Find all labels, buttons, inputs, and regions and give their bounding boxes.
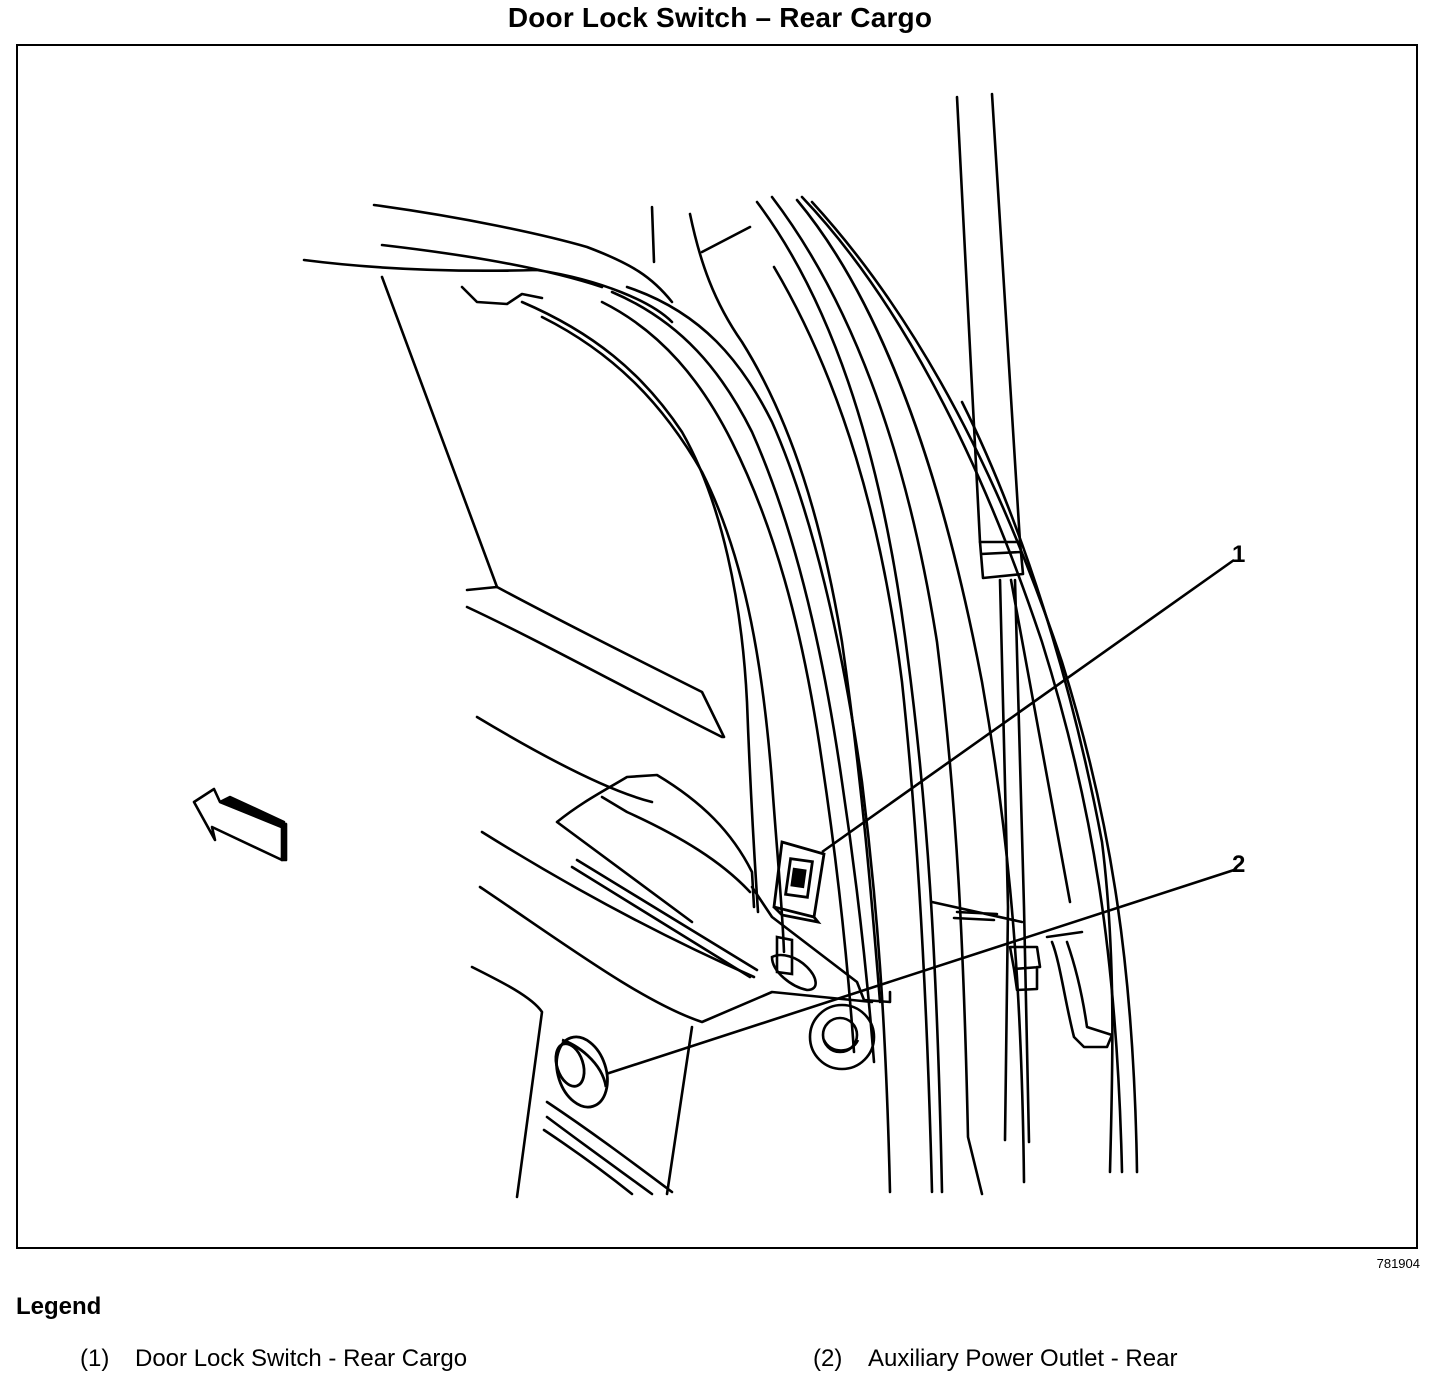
door-seal-2 xyxy=(770,195,984,1196)
quarter-panel-shelf xyxy=(465,585,726,739)
callout-2-leader xyxy=(605,868,1235,1076)
door-lock-switch xyxy=(772,840,826,925)
liftgate-strut-rod xyxy=(955,92,1022,544)
roof-rail xyxy=(372,203,674,304)
forward-arrow-icon xyxy=(192,787,288,862)
illustration-drawing: 1 2 xyxy=(192,92,1245,1199)
strut-bracket xyxy=(1045,930,1114,1049)
quarter-panel-upper xyxy=(475,715,654,804)
cargo-shelf-lower xyxy=(478,830,874,1024)
roof-clip xyxy=(460,285,544,306)
callout-1-leader xyxy=(821,558,1235,854)
legend-item: (2) Auxiliary Power Outlet - Rear xyxy=(813,1345,1177,1373)
cargo-lamp-switch xyxy=(770,935,817,992)
callout-1-number: 1 xyxy=(1232,541,1245,568)
legend-item-label: Auxiliary Power Outlet - Rear xyxy=(868,1345,1178,1372)
legend-item-number: (1) xyxy=(80,1345,110,1372)
cargo-shelf xyxy=(555,773,756,924)
liftgate-edge-3 xyxy=(960,400,1114,1174)
pillar-trim-edge xyxy=(540,315,786,954)
legend-item: (1) Door Lock Switch - Rear Cargo xyxy=(80,1345,467,1373)
pillar-base xyxy=(750,885,892,1004)
pillar-trim-outer xyxy=(650,205,882,1004)
trim-plug xyxy=(808,1003,876,1071)
roof-header xyxy=(302,243,674,324)
door-seal-4 xyxy=(772,265,934,1194)
lower-trim-panel xyxy=(470,965,694,1199)
strut-connector xyxy=(1008,945,1042,992)
quarter-glass-edge xyxy=(380,275,499,589)
figure-id: 781904 xyxy=(1376,1256,1420,1271)
pillar-trim-inner xyxy=(520,300,760,914)
page-title: Door Lock Switch – Rear Cargo xyxy=(507,2,933,33)
auxiliary-power-outlet xyxy=(554,1035,609,1109)
pillar-channel-2 xyxy=(610,290,876,1064)
lower-trim-slots xyxy=(542,1100,674,1196)
pillar-channel-1 xyxy=(600,300,856,1054)
pillar-channel-3 xyxy=(625,285,892,1194)
liftgate-edge-2 xyxy=(810,200,1139,1174)
liftgate-strut-lower xyxy=(998,578,1072,1144)
cargo-shelf-ribs xyxy=(570,858,759,979)
liftgate-edge-1 xyxy=(800,195,1124,1174)
door-seal-3 xyxy=(795,198,1026,1184)
door-seal-1 xyxy=(700,200,944,1194)
legend-heading: Legend xyxy=(16,1293,102,1320)
harness-clip xyxy=(930,900,1024,924)
illustration-frame: 1 2 xyxy=(16,44,1418,1249)
legend-item-number: (2) xyxy=(813,1345,843,1372)
callout-2-number: 2 xyxy=(1232,851,1245,878)
legend-item-label: Door Lock Switch - Rear Cargo xyxy=(135,1345,468,1372)
